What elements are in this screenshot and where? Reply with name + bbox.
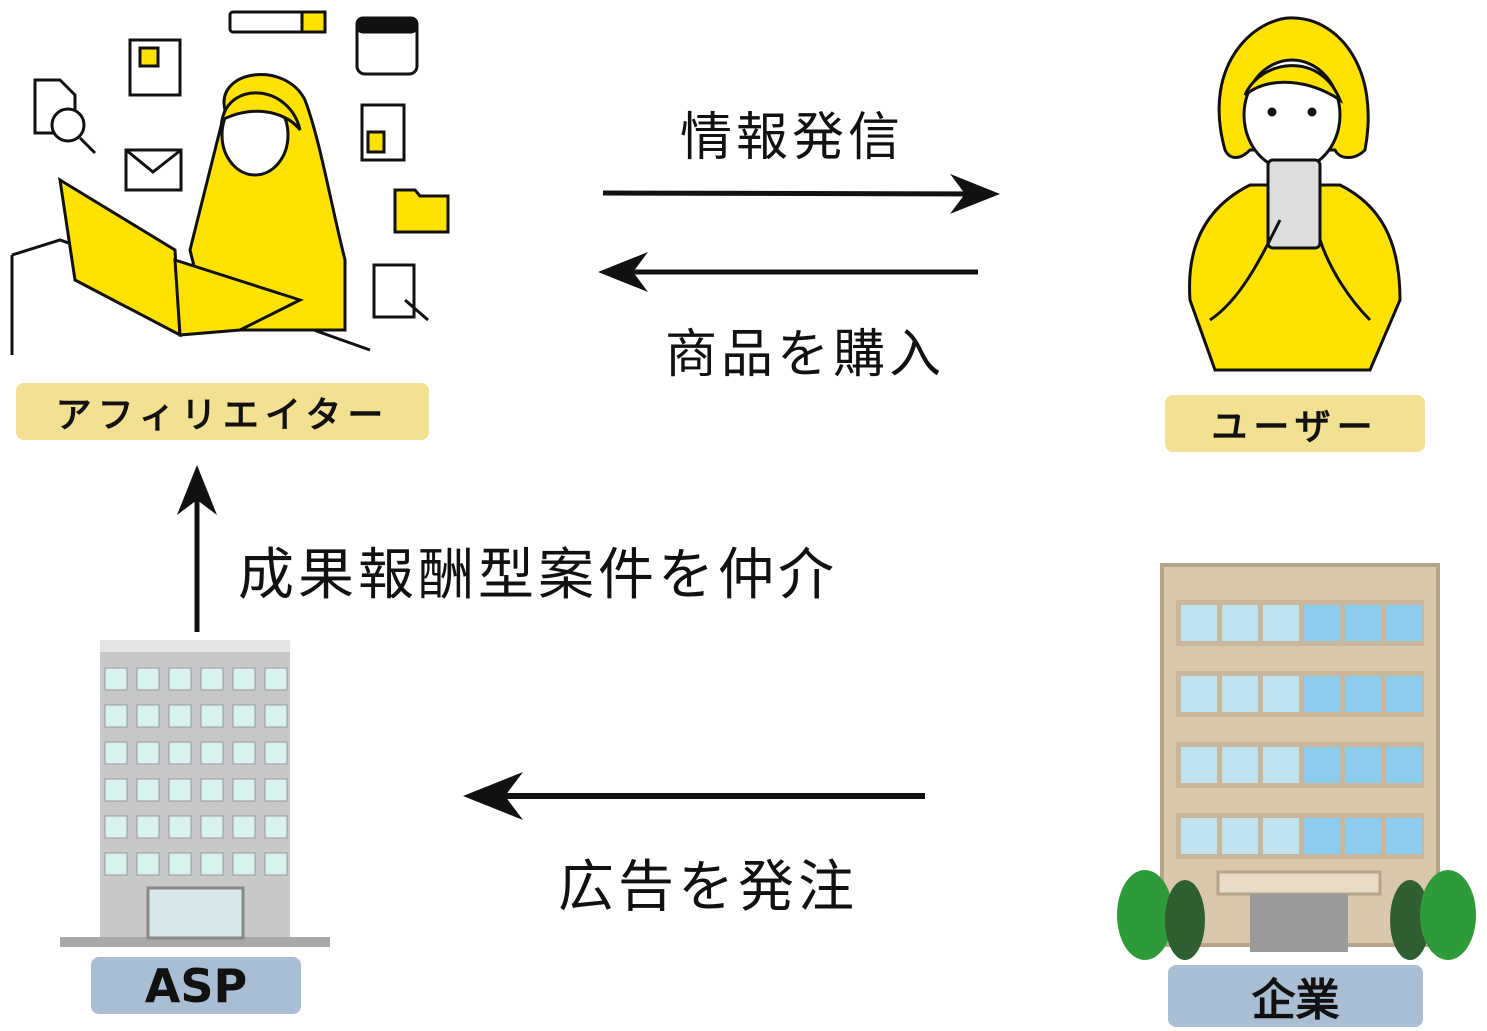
node-label-affiliator: アフィリエイター (16, 383, 429, 440)
asp-window (264, 704, 288, 728)
asp-window (232, 667, 256, 691)
company-window (1386, 676, 1422, 712)
company-window-band (1176, 600, 1424, 646)
asp-window (104, 741, 128, 765)
asp-window (264, 741, 288, 765)
asp-window (264, 852, 288, 876)
company-window (1304, 605, 1340, 641)
node-label-asp: ASP (91, 957, 301, 1014)
company-window (1222, 605, 1258, 641)
company-window (1263, 818, 1299, 854)
node-label-user: ユーザー (1165, 395, 1425, 452)
company-window (1263, 747, 1299, 783)
asp-window (200, 852, 224, 876)
asp-window (200, 667, 224, 691)
asp-windows (104, 667, 288, 876)
asp-window (264, 815, 288, 839)
company-window (1263, 605, 1299, 641)
company-window (1222, 676, 1258, 712)
company-window (1181, 818, 1217, 854)
asp-window (168, 815, 192, 839)
asp-window (232, 778, 256, 802)
company-window (1263, 676, 1299, 712)
company-window (1181, 605, 1217, 641)
company-window (1304, 747, 1340, 783)
asp-window (104, 778, 128, 802)
asp-building (60, 640, 330, 947)
node-label-company: 企業 (1168, 965, 1423, 1027)
company-window-band (1176, 742, 1424, 788)
edge-label-order: 広告を発注 (558, 855, 858, 920)
edge-label-purchase: 商品を購入 (665, 325, 946, 385)
asp-window (136, 852, 160, 876)
company-window (1345, 676, 1381, 712)
asp-window (136, 815, 160, 839)
company-window (1222, 818, 1258, 854)
asp-window (232, 815, 256, 839)
asp-window (136, 704, 160, 728)
asp-window (264, 667, 288, 691)
company-window-band (1176, 671, 1424, 717)
arrow-info (602, 173, 1000, 214)
asp-window (104, 852, 128, 876)
company-window (1304, 818, 1340, 854)
asp-window (136, 667, 160, 691)
asp-window (168, 741, 192, 765)
asp-window (264, 778, 288, 802)
asp-window (200, 815, 224, 839)
asp-window (136, 778, 160, 802)
company-window (1386, 747, 1422, 783)
asp-window (200, 778, 224, 802)
asp-window (104, 667, 128, 691)
asp-window (200, 704, 224, 728)
asp-window (168, 667, 192, 691)
asp-window (104, 704, 128, 728)
company-window (1386, 605, 1422, 641)
asp-window (232, 741, 256, 765)
company-window (1345, 818, 1381, 854)
company-window (1181, 747, 1217, 783)
edge-label-info: 情報発信 (680, 108, 905, 168)
company-window (1386, 818, 1422, 854)
company-window (1181, 676, 1217, 712)
edge-label-mediate: 成果報酬型案件を仲介 (238, 543, 838, 608)
user-illustration (1188, 16, 1402, 372)
asp-window (168, 704, 192, 728)
asp-window (104, 815, 128, 839)
asp-window (168, 852, 192, 876)
company-window-band (1176, 813, 1424, 859)
company-windows (1176, 600, 1424, 859)
asp-window (168, 778, 192, 802)
asp-window (232, 852, 256, 876)
company-window (1304, 676, 1340, 712)
affiliator-illustration (10, 10, 450, 355)
company-window (1222, 747, 1258, 783)
company-window (1345, 747, 1381, 783)
company-window (1345, 605, 1381, 641)
asp-window (232, 704, 256, 728)
asp-window (136, 741, 160, 765)
asp-window (200, 741, 224, 765)
